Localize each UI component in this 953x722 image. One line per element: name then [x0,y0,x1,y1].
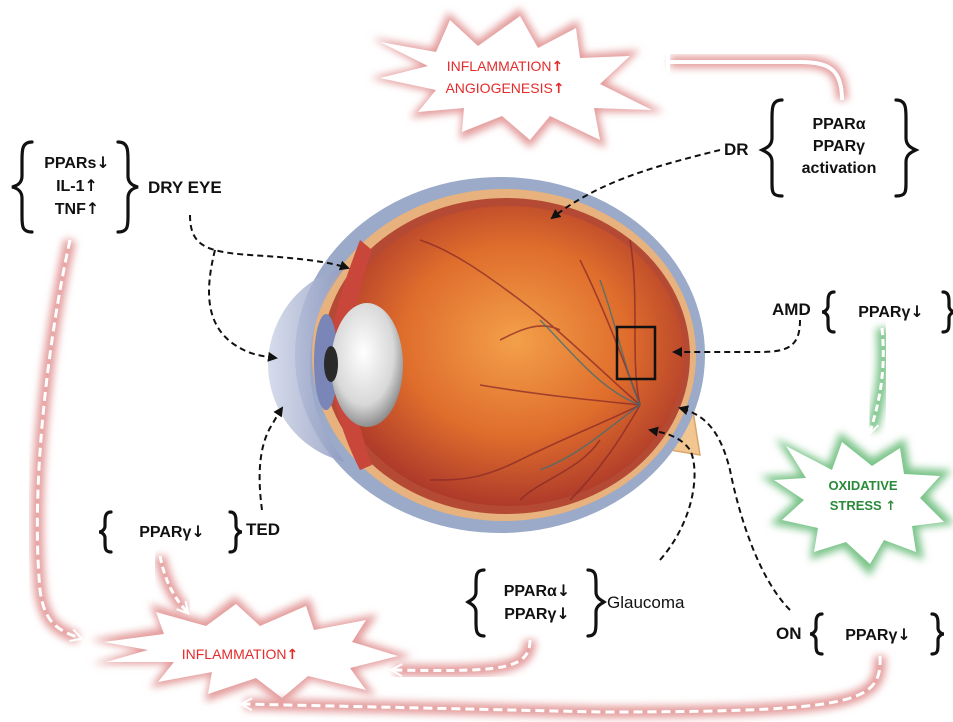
oxidative-line1: OXIDATIVE [808,476,918,496]
up-arrow-icon: ↑ [885,499,896,514]
glaucoma-label: Glaucoma [607,593,684,613]
glaucoma-item-0: PPARα [504,583,557,600]
down-arrow-icon: ↓ [557,581,570,600]
down-arrow-icon: ↓ [96,153,109,172]
amd-marker: PPARγ↓ [846,301,936,324]
dry-eye-item-0: PPARs [44,155,96,172]
down-arrow-icon: ↓ [910,302,923,321]
on-label: ON [776,624,802,644]
oxidative-line2: STRESS [830,498,882,513]
eye-illustration [268,177,705,533]
top-burst-line2: ANGIOGENESIS [445,80,552,96]
dr-label: DR [724,140,749,160]
lens [331,303,403,427]
up-arrow-icon: ↑ [86,199,99,218]
dr-item-2: activation [784,158,894,180]
dr-item-0: PPARα [784,114,894,136]
up-arrow-icon: ↑ [552,59,564,75]
ted-label: TED [246,520,280,540]
amd-item: PPARγ [858,304,910,321]
bottom-burst-text: INFLAMMATION [182,646,287,662]
up-arrow-icon: ↑ [85,176,98,195]
dry-eye-item-2: TNF [55,201,86,218]
up-arrow-icon: ↑ [553,81,565,97]
oxidative-stress-label: OXIDATIVE STRESS ↑ [808,476,918,517]
dry-eye-label: DRY EYE [148,178,222,198]
top-burst-line1: INFLAMMATION [447,58,552,74]
down-arrow-icon: ↓ [556,604,569,623]
dr-markers: PPARα PPARγ activation [784,114,894,180]
dry-eye-item-1: IL-1 [56,178,84,195]
dr-item-1: PPARγ [784,136,894,158]
down-arrow-icon: ↓ [897,625,910,644]
ted-item: PPARγ [139,524,191,541]
glaucoma-markers: PPARα↓ PPARγ↓ [488,580,586,626]
on-marker: PPARγ↓ [830,624,926,647]
bottom-burst-label: INFLAMMATION↑ [160,644,320,666]
amd-label: AMD [772,300,811,320]
top-burst-label: INFLAMMATION↑ ANGIOGENESIS↑ [430,56,580,100]
pupil [324,346,338,382]
glaucoma-item-1: PPARγ [504,606,556,623]
up-arrow-icon: ↑ [287,647,299,663]
ted-marker: PPARγ↓ [122,521,222,544]
dry-eye-markers: PPARs↓ IL-1↑ TNF↑ [34,152,120,221]
down-arrow-icon: ↓ [191,522,204,541]
on-item: PPARγ [845,627,897,644]
